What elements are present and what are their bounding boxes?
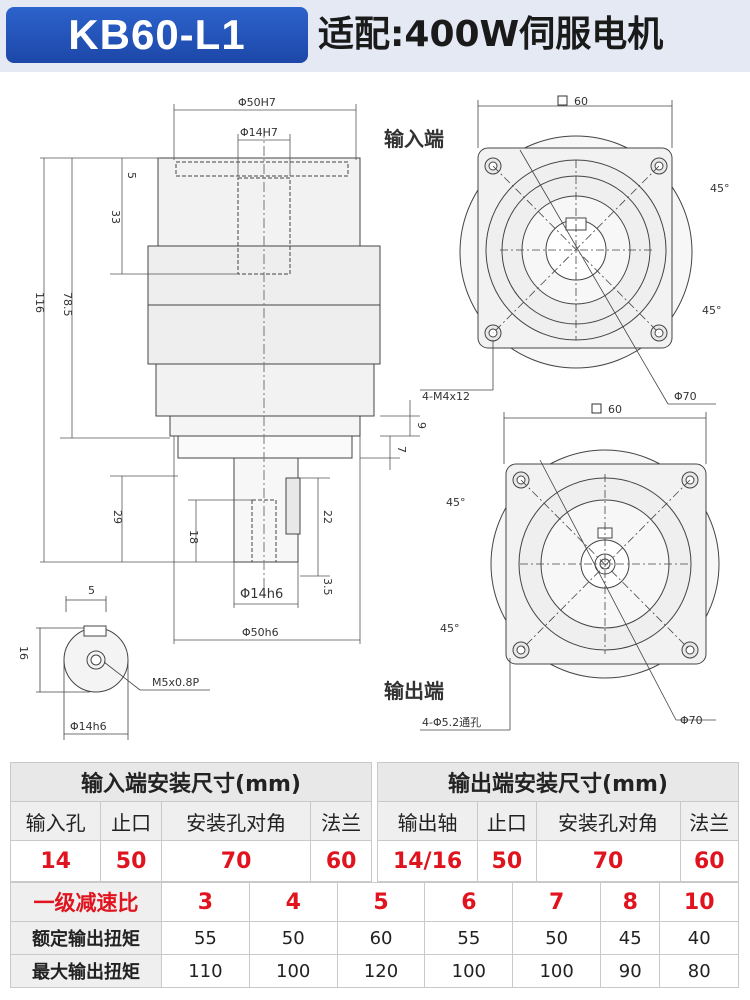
dim-phi14h6-end: Φ14h6: [70, 720, 107, 733]
dim-29: 29: [111, 510, 124, 524]
dim-phi50H7: Φ50H7: [238, 96, 276, 109]
rated-torque-label: 额定输出扭矩: [10, 921, 162, 955]
header-bar: KB60-L1 适配:400W伺服电机: [0, 0, 750, 72]
max-torque-label: 最大输出扭矩: [10, 954, 162, 988]
ratio-value: 7: [512, 882, 602, 922]
ratio-value: 8: [600, 882, 661, 922]
dim-7: 7: [395, 446, 408, 453]
input-header: 安装孔对角: [160, 801, 312, 841]
input-header: 止口: [100, 801, 162, 841]
sq-60-input: 60: [574, 95, 588, 108]
angle-45-1: 45°: [710, 182, 730, 195]
output-dimension-table: 输出端安装尺寸(mm) 输出轴 止口 安装孔对角 法兰 14/16 50 70 …: [376, 762, 740, 882]
output-header: 法兰: [679, 801, 740, 841]
ratio-label: 一级减速比: [10, 882, 162, 922]
sq-60-output: 60: [608, 403, 622, 416]
dim-16: 16: [17, 646, 30, 660]
ratio-value: 10: [659, 882, 739, 922]
dim-78-5: 78.5: [61, 292, 74, 317]
ratio-value: 5: [336, 882, 426, 922]
ratio-value: 6: [424, 882, 514, 922]
dim-phi14H7: Φ14H7: [240, 126, 278, 139]
input-header: 法兰: [310, 801, 372, 841]
rated-torque-value: 55: [424, 921, 514, 955]
output-table-title: 输出端安装尺寸(mm): [377, 762, 739, 802]
output-header: 输出轴: [376, 801, 479, 841]
rated-torque-value: 40: [659, 921, 739, 955]
ratio-value: 4: [248, 882, 338, 922]
input-value: 70: [160, 840, 312, 882]
technical-drawing: Φ50H7 Φ14H7 5 33 116 78.5 9 7 29 18 22 3…: [17, 95, 730, 740]
dim-3-5: 3.5: [321, 578, 334, 596]
dim-18: 18: [187, 530, 200, 544]
max-torque-value: 120: [336, 954, 426, 988]
dim-key-5: 5: [88, 584, 95, 597]
dim-m4: 4-M4x12: [422, 390, 470, 403]
shaft-end-view: [36, 596, 210, 740]
rated-torque-value: 45: [600, 921, 661, 955]
dim-hole: 4-Φ5.2通孔: [422, 716, 481, 729]
dim-5: 5: [125, 172, 138, 179]
input-header: 输入孔: [9, 801, 102, 841]
input-value: 60: [310, 840, 372, 882]
input-end-label: 输入端: [384, 127, 444, 151]
output-end-label: 输出端: [384, 679, 444, 703]
dim-phi14h6: Φ14h6: [240, 587, 283, 602]
dim-33: 33: [109, 210, 122, 224]
max-torque-value: 110: [161, 954, 250, 988]
side-view: [147, 128, 381, 590]
dim-phi50h6: Φ50h6: [242, 626, 279, 639]
rated-torque-value: 55: [161, 921, 250, 955]
motor-fit-text: 适配:400W伺服电机: [318, 14, 664, 55]
dim-22: 22: [321, 510, 334, 524]
rated-torque-value: 60: [336, 921, 426, 955]
input-value: 50: [100, 840, 162, 882]
dim-phi70-output: Φ70: [680, 714, 703, 727]
input-value: 14: [9, 840, 102, 882]
output-end-view: [420, 412, 720, 731]
model-badge: KB60-L1: [6, 7, 308, 63]
angle-45-3: 45°: [446, 496, 466, 509]
output-value: 70: [535, 840, 681, 882]
dim-phi70-input: Φ70: [674, 390, 697, 403]
output-value: 14/16: [376, 840, 479, 882]
max-torque-value: 100: [424, 954, 514, 988]
angle-45-4: 45°: [440, 622, 460, 635]
side-dimensions: [40, 104, 420, 644]
max-torque-value: 100: [512, 954, 602, 988]
dim-m5: M5x0.8P: [152, 676, 199, 689]
output-value: 60: [679, 840, 740, 882]
max-torque-value: 100: [248, 954, 338, 988]
input-table-title: 输入端安装尺寸(mm): [10, 762, 372, 802]
dim-9: 9: [415, 422, 428, 429]
angle-45-2: 45°: [702, 304, 722, 317]
output-header: 安装孔对角: [535, 801, 681, 841]
input-dimension-table: 输入端安装尺寸(mm) 输入孔 止口 安装孔对角 法兰 14 50 70 60: [9, 762, 372, 882]
max-torque-value: 90: [600, 954, 661, 988]
max-torque-value: 80: [659, 954, 739, 988]
output-header: 止口: [477, 801, 537, 841]
ratio-value: 3: [161, 882, 250, 922]
dim-116: 116: [33, 292, 46, 313]
rated-torque-value: 50: [512, 921, 602, 955]
output-value: 50: [477, 840, 537, 882]
ratio-torque-table: 一级减速比 3 4 5 6 7 8 10 额定输出扭矩 55 50 60 55 …: [10, 882, 739, 988]
rated-torque-value: 50: [248, 921, 338, 955]
input-end-view: [420, 100, 716, 405]
